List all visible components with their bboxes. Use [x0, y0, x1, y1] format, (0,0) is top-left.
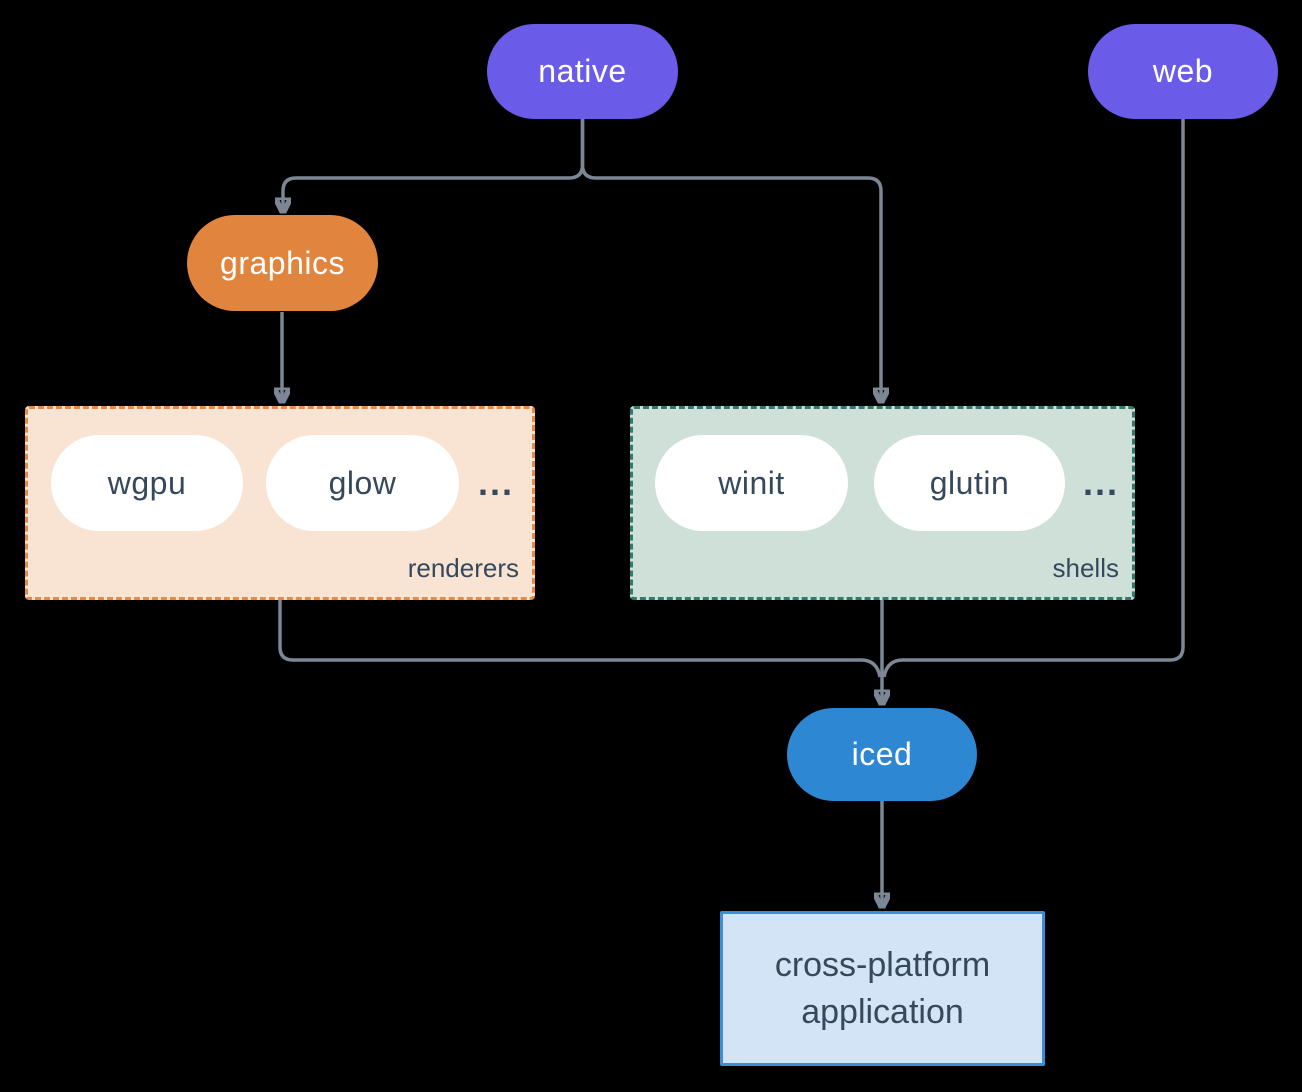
node-graphics: graphics — [187, 215, 378, 311]
group-shells: winit glutin ... shells — [630, 406, 1135, 600]
edge-web-to-merge — [882, 119, 1185, 678]
node-native: native — [487, 24, 678, 119]
shells-group-label: shells — [1052, 553, 1119, 583]
node-glow: glow — [266, 435, 459, 531]
renderers-group-label: renderers — [407, 553, 519, 583]
node-iced: iced — [787, 708, 977, 801]
node-glutin-label: glutin — [929, 464, 1010, 501]
edge-native-to-shells — [580, 118, 882, 401]
node-cross-platform-application: cross-platform application — [720, 911, 1045, 1066]
node-glow-label: glow — [328, 464, 397, 501]
node-web-label: web — [1152, 53, 1214, 89]
node-iced-label: iced — [851, 736, 913, 772]
renderers-ellipsis: ... — [477, 462, 514, 503]
app-label-line2: application — [801, 992, 964, 1031]
node-native-label: native — [538, 53, 627, 89]
node-glutin: glutin — [874, 435, 1065, 531]
group-renderers: wgpu glow ... renderers — [25, 406, 535, 600]
node-graphics-label: graphics — [220, 244, 345, 281]
node-winit-label: winit — [718, 464, 785, 501]
edge-native-to-graphics — [283, 118, 585, 211]
node-wgpu: wgpu — [51, 435, 243, 531]
edge-renderers-to-merge — [278, 600, 882, 678]
node-web: web — [1088, 24, 1278, 119]
node-wgpu-label: wgpu — [107, 464, 187, 501]
node-winit: winit — [655, 435, 848, 531]
shells-ellipsis: ... — [1082, 462, 1119, 503]
app-label-line1: cross-platform — [774, 945, 991, 984]
